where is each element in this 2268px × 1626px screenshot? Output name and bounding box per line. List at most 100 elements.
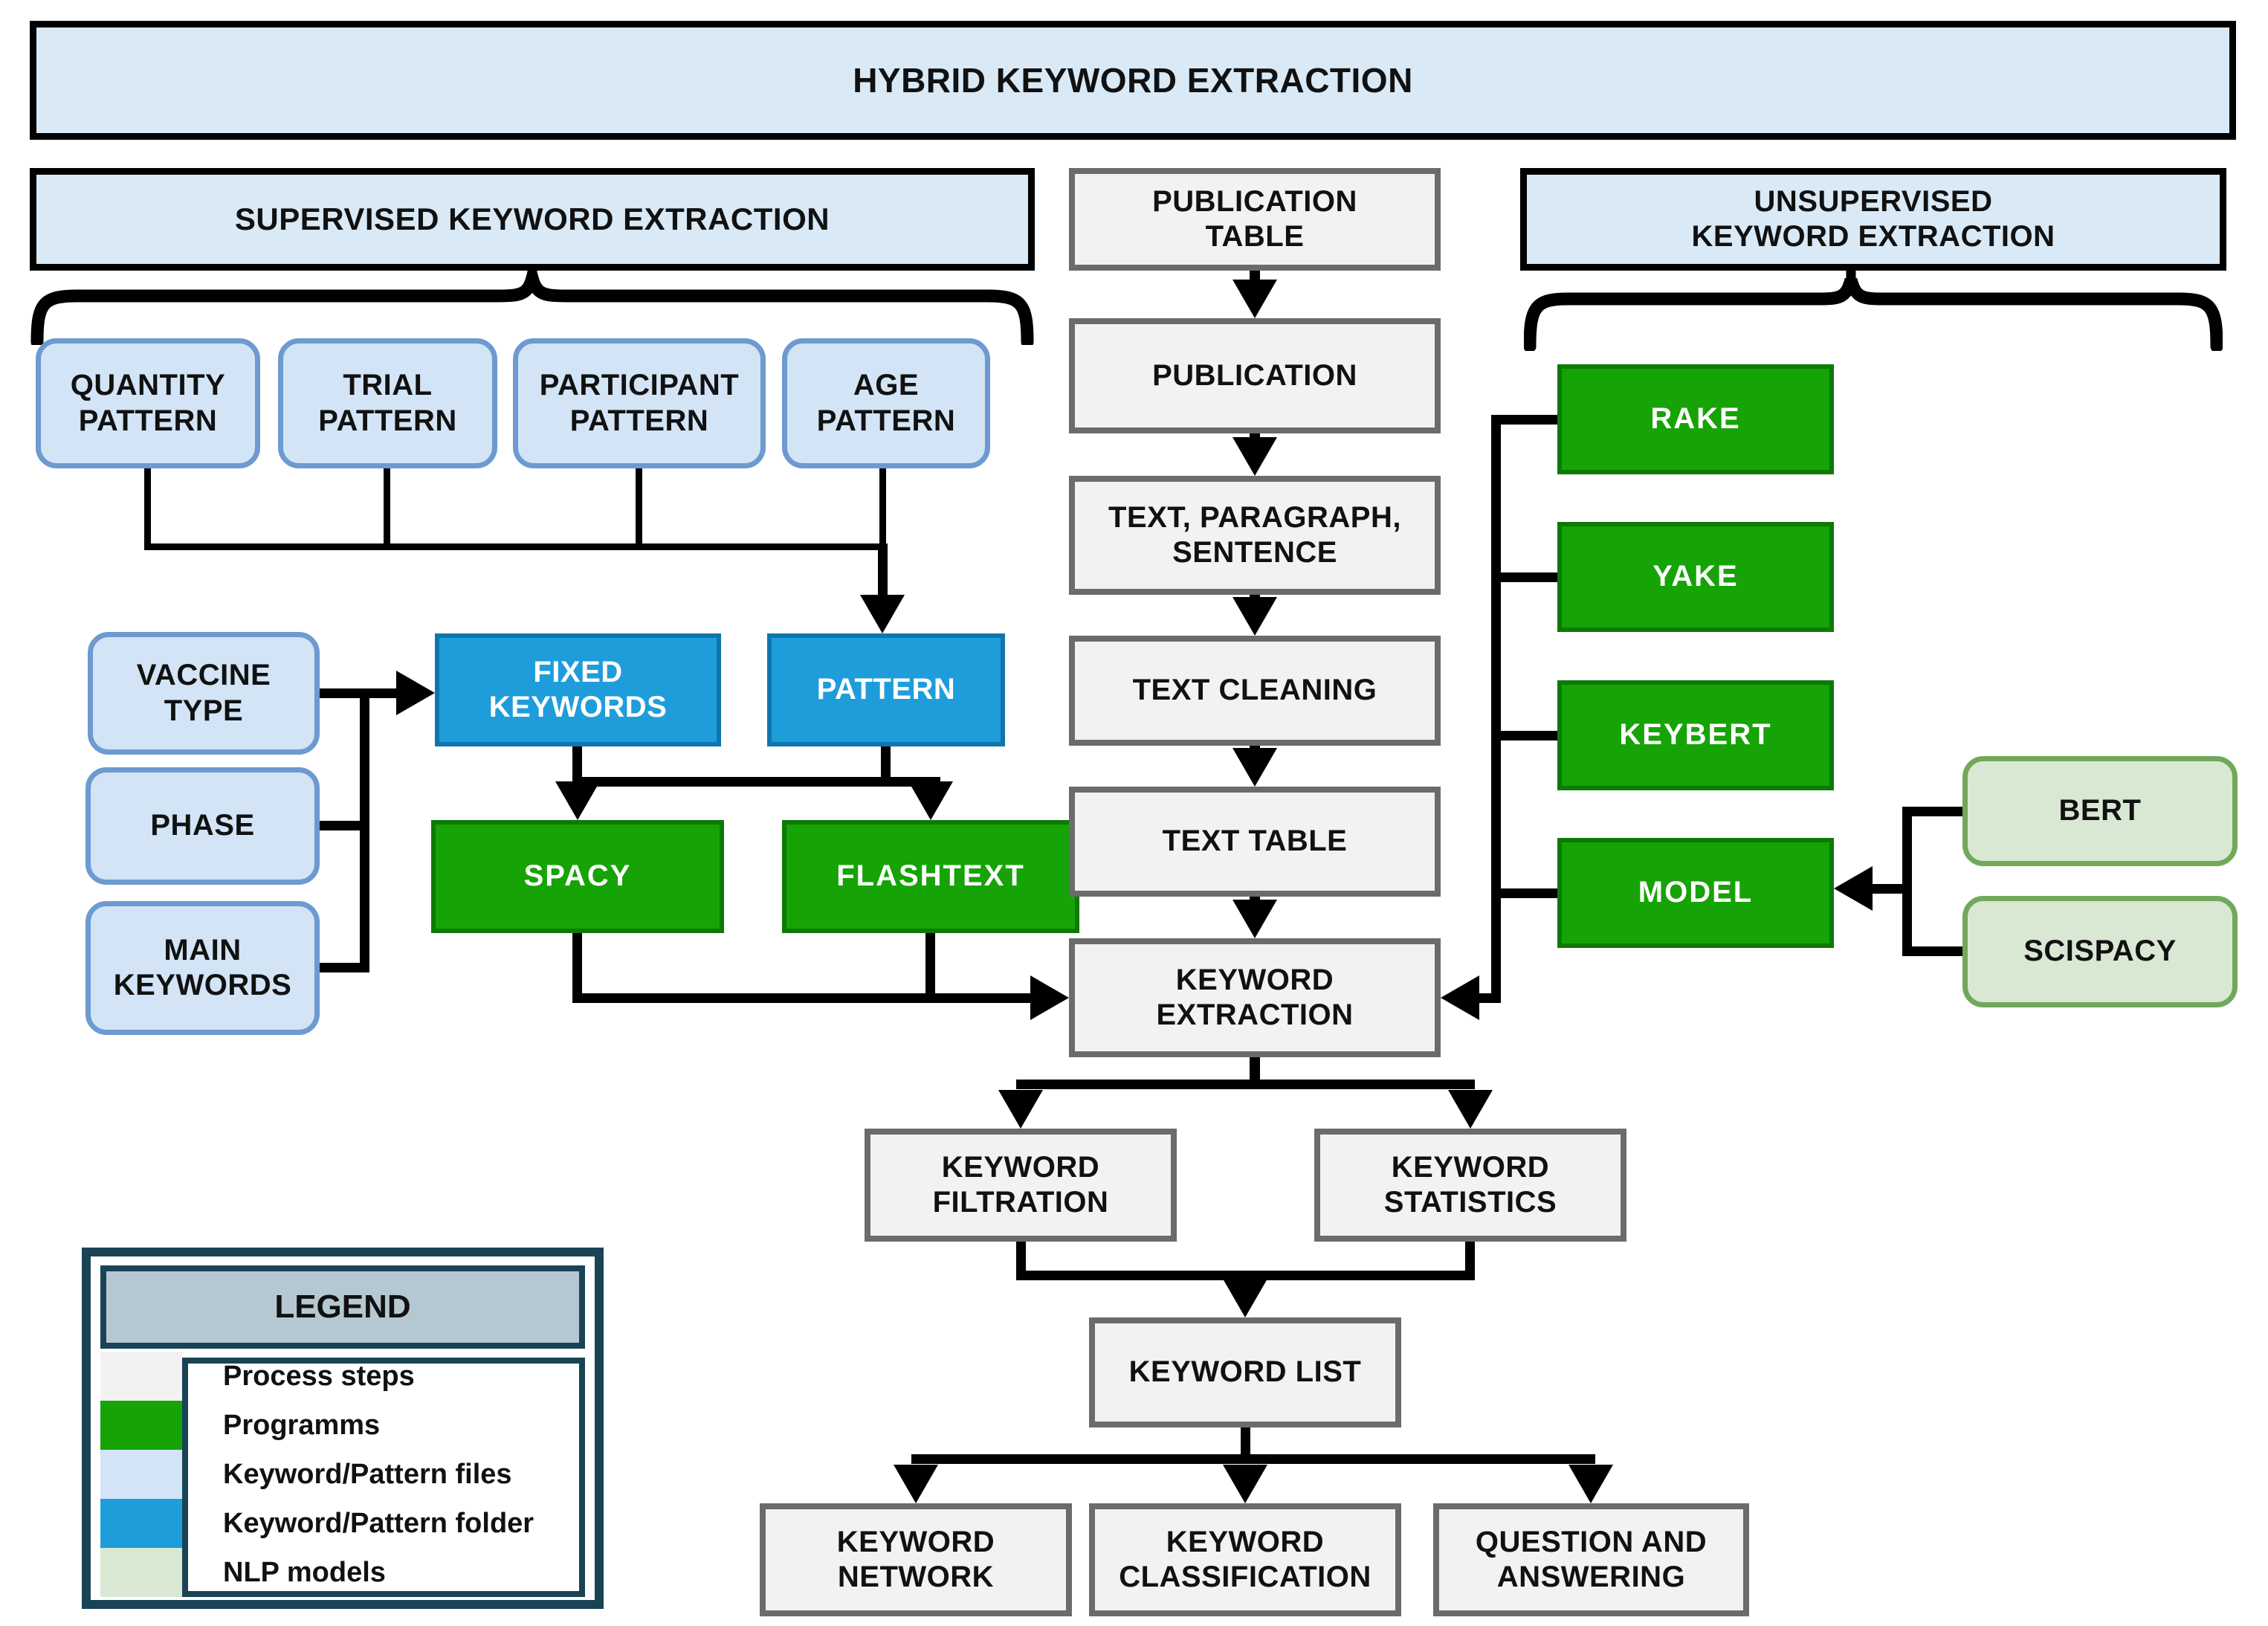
legend-swatch-nlp-models [100, 1548, 182, 1597]
node-keyword-statistics: KEYWORD STATISTICS [1314, 1129, 1626, 1242]
connector-line [1475, 993, 1501, 1003]
supervised-header-text: SUPERVISED KEYWORD EXTRACTION [234, 201, 830, 237]
node-label: PUBLICATION [1152, 184, 1357, 218]
node-question-answering: QUESTION AND ANSWERING [1433, 1503, 1749, 1616]
connector-line [1501, 415, 1557, 425]
node-scispacy: SCISPACY [1962, 896, 2238, 1007]
node-model: MODEL [1557, 838, 1834, 948]
title-text: HYBRID KEYWORD EXTRACTION [853, 60, 1413, 100]
legend-label: NLP models [223, 1548, 580, 1597]
legend-title: LEGEND [274, 1288, 411, 1325]
node-label: KEYBERT [1619, 718, 1772, 752]
node-keyword-filtration: KEYWORD FILTRATION [865, 1129, 1177, 1242]
connector-line [1501, 888, 1557, 898]
legend-label: Keyword/Pattern folder [223, 1499, 580, 1548]
node-label: FILTRATION [932, 1186, 1109, 1219]
arrowhead-down [1232, 597, 1277, 636]
connector-line [925, 933, 935, 1003]
node-label: STATISTICS [1383, 1186, 1557, 1219]
legend-swatch-process-steps [100, 1352, 182, 1401]
connector-line [360, 688, 369, 972]
legend-swatch-programs [100, 1401, 182, 1450]
node-label: PATTERN [78, 404, 218, 437]
node-label: FLASHTEXT [836, 859, 1025, 893]
node-label: PUBLICATION [1152, 358, 1357, 392]
node-label: KEYWORD [1166, 1525, 1325, 1558]
node-text-paragraph-sentence: TEXT, PARAGRAPH, SENTENCE [1069, 476, 1441, 595]
node-text-cleaning: TEXT CLEANING [1069, 636, 1441, 746]
node-rake: RAKE [1557, 364, 1834, 474]
node-bert: BERT [1962, 756, 2238, 866]
legend-label: Programms [223, 1401, 580, 1450]
node-label: PATTERN [569, 404, 709, 437]
node-label: SENTENCE [1172, 536, 1337, 569]
node-publication: PUBLICATION [1069, 318, 1441, 433]
node-label: PARTICIPANT [539, 369, 740, 402]
connector-line [1491, 415, 1501, 1003]
node-label: KEYWORD LIST [1128, 1355, 1362, 1389]
node-label: AGE [853, 369, 920, 402]
node-label: PATTERN [816, 404, 956, 437]
arrowhead-down [555, 781, 600, 820]
node-label: MAIN [164, 933, 242, 967]
arrowhead-down [1232, 437, 1277, 476]
connector-line [1501, 731, 1557, 741]
node-label: KEYWORDS [488, 691, 668, 723]
legend-swatch-keyword-pattern-folder [100, 1499, 182, 1548]
node-label: VACCINE [136, 659, 271, 692]
arrowhead-down [1448, 1090, 1493, 1129]
node-keyword-network: KEYWORD NETWORK [760, 1503, 1072, 1616]
supervised-brace [30, 268, 1034, 345]
connector-line [878, 543, 888, 599]
arrowhead-right [396, 671, 435, 715]
arrowhead-down [894, 1465, 938, 1503]
arrowhead-down [998, 1090, 1043, 1129]
node-label: KEYWORD [1391, 1150, 1550, 1184]
node-text-table: TEXT TABLE [1069, 787, 1441, 897]
node-label: EXTRACTION [1156, 998, 1354, 1031]
node-publication-table: PUBLICATION TABLE [1069, 168, 1441, 271]
connector-line [911, 1454, 1595, 1464]
arrowhead-down [1232, 900, 1277, 938]
node-quantity-pattern: QUANTITY PATTERN [36, 338, 260, 468]
connector-line [1870, 884, 1902, 894]
node-trial-pattern: TRIAL PATTERN [278, 338, 497, 468]
connector-line [572, 746, 582, 787]
legend-label-text: Keyword/Pattern folder [223, 1507, 534, 1539]
node-label: FIXED [533, 655, 623, 688]
connector-line [1902, 807, 1912, 956]
node-label: KEYWORDS [113, 969, 292, 1001]
node-label: KEYWORD [836, 1525, 995, 1558]
legend-label-panel [182, 1358, 585, 1597]
node-label: TYPE [164, 694, 244, 727]
node-label: CLASSIFICATION [1119, 1561, 1372, 1593]
node-participant-pattern: PARTICIPANT PATTERN [513, 338, 766, 468]
connector-line [1241, 1427, 1250, 1460]
connector-line [1912, 807, 1962, 816]
node-label: KEYWORD [1175, 963, 1334, 996]
connector-line [1912, 946, 1962, 956]
arrowhead-down [1223, 1465, 1267, 1503]
connector-line [1501, 572, 1557, 582]
node-yake: YAKE [1557, 522, 1834, 632]
legend-label-text: NLP models [223, 1556, 386, 1588]
connector-line [636, 468, 642, 550]
connector-line [572, 993, 1033, 1003]
arrowhead-right [1030, 975, 1069, 1020]
node-label: KEYWORD [941, 1150, 1100, 1184]
node-label: PHASE [150, 809, 255, 842]
node-keyword-classification: KEYWORD CLASSIFICATION [1089, 1503, 1401, 1616]
node-label: QUESTION AND [1475, 1525, 1708, 1558]
node-phase: PHASE [85, 767, 320, 885]
arrowhead-down [860, 595, 905, 633]
node-vaccine-type: VACCINE TYPE [88, 632, 320, 755]
node-label: MODEL [1638, 876, 1754, 909]
node-keybert: KEYBERT [1557, 680, 1834, 790]
node-keyword-extraction: KEYWORD EXTRACTION [1069, 938, 1441, 1057]
unsupervised-brace [1524, 268, 2223, 351]
connector-line [384, 468, 390, 550]
node-keyword-list: KEYWORD LIST [1089, 1317, 1401, 1427]
connector-line [572, 933, 582, 1003]
arrowhead-down [908, 781, 953, 820]
connector-line [1016, 1080, 1475, 1089]
